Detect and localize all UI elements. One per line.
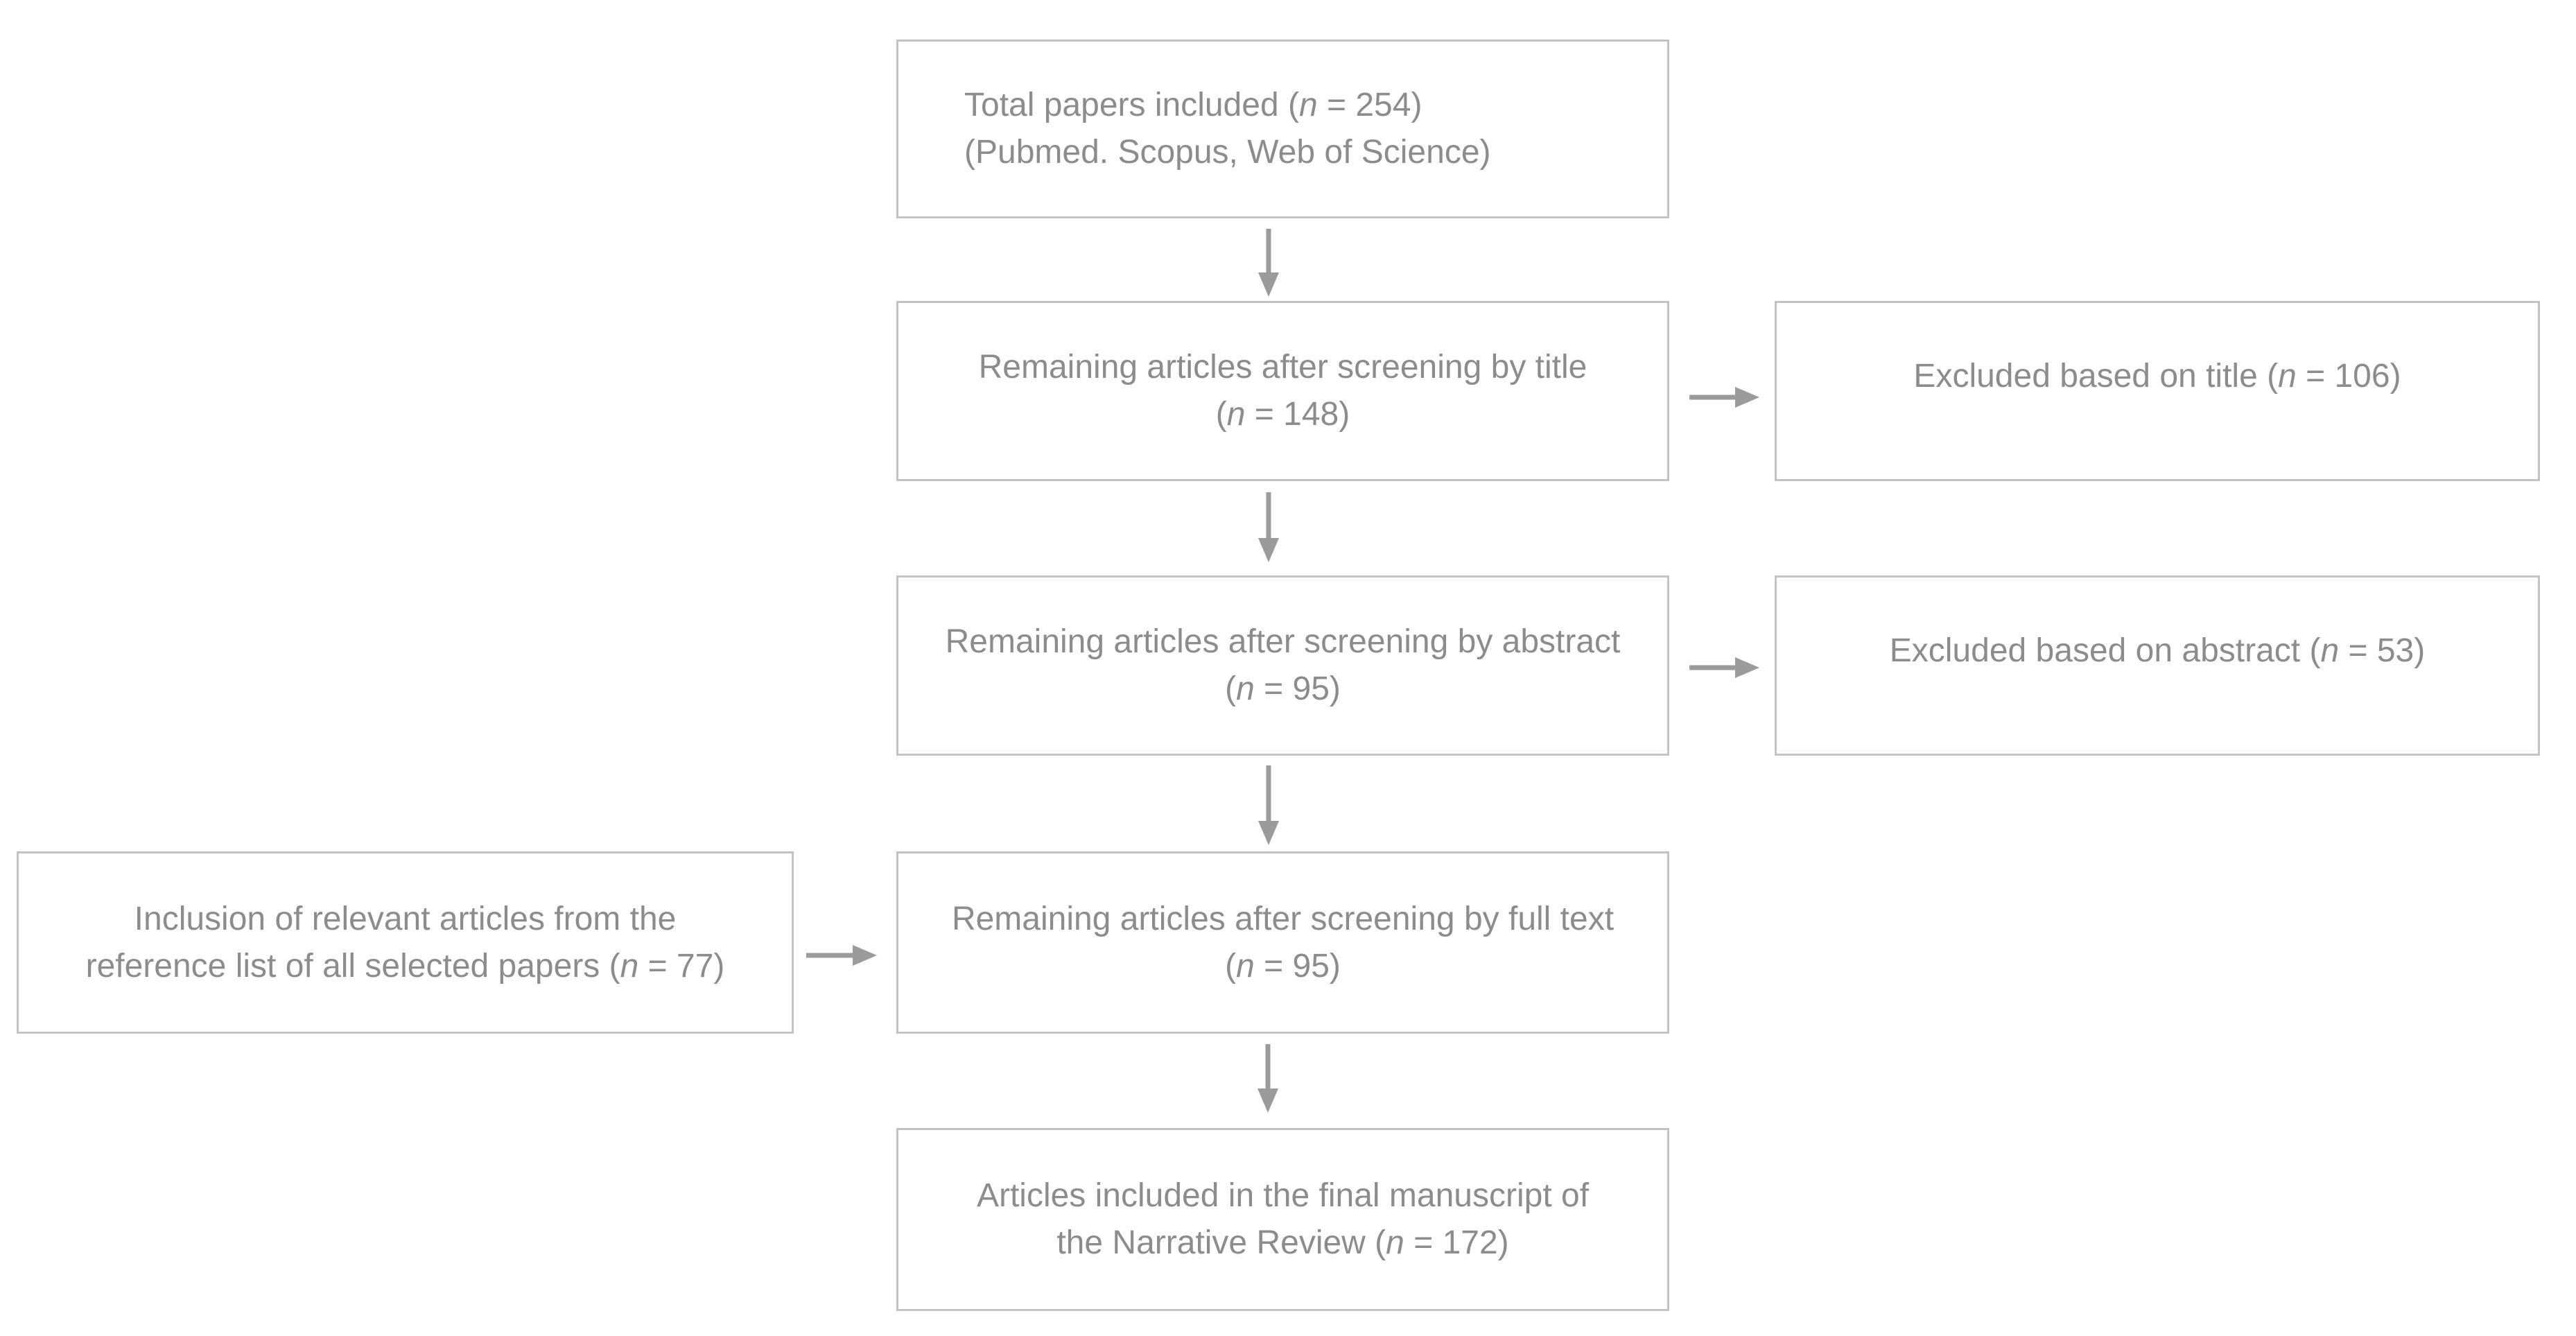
arrow-total-to-title — [1258, 229, 1279, 297]
box-excluded-abstract: Excluded based on abstract (n = 53) — [1775, 575, 2540, 756]
n-variable: n — [2278, 358, 2297, 394]
box-screened-by-fulltext: Remaining articles after screening by fu… — [896, 851, 1669, 1034]
box-screened-by-title: Remaining articles after screening by ti… — [896, 301, 1669, 481]
arrow-title-to-abstract — [1258, 492, 1279, 562]
box-total-papers-line2: (Pubmed. Scopus, Web of Science) — [964, 134, 1491, 171]
box-reference-inclusion: Inclusion of relevant articles from the … — [17, 851, 794, 1034]
box-screened-by-title-line2: (n = 148) — [1215, 396, 1350, 433]
box-total-papers-line1: Total papers included (n = 254) — [964, 87, 1422, 123]
box-screened-by-abstract-line1: Remaining articles after screening by ab… — [945, 623, 1621, 660]
box-screened-by-abstract-line2: (n = 95) — [1225, 670, 1341, 707]
box-screened-by-abstract: Remaining articles after screening by ab… — [896, 575, 1669, 756]
box-screened-by-fulltext-line1: Remaining articles after screening by fu… — [951, 900, 1615, 937]
arrow-title-to-excluded — [1689, 387, 1759, 408]
n-variable: n — [1386, 1224, 1404, 1261]
box-final-included-line1: Articles included in the final manuscrip… — [976, 1177, 1590, 1214]
box-reference-inclusion-line1: Inclusion of relevant articles from the — [134, 900, 677, 937]
n-variable: n — [2320, 632, 2340, 669]
arrow-fulltext-to-final — [1257, 1044, 1278, 1113]
box-screened-by-fulltext-line2: (n = 95) — [1225, 947, 1341, 984]
box-screened-by-title-line1: Remaining articles after screening by ti… — [978, 349, 1587, 385]
arrow-abstract-to-excluded — [1689, 657, 1759, 678]
n-variable: n — [1236, 670, 1255, 707]
arrow-reference-to-fulltext — [806, 945, 877, 966]
n-variable: n — [620, 947, 639, 984]
box-final-included-line2: the Narrative Review (n = 172) — [1056, 1224, 1509, 1261]
box-excluded-title: Excluded based on title (n = 106) — [1775, 301, 2540, 481]
n-variable: n — [1298, 87, 1318, 123]
arrow-abstract-to-fulltext — [1258, 765, 1279, 845]
n-variable: n — [1236, 947, 1255, 984]
box-reference-inclusion-line2: reference list of all selected papers (n… — [85, 947, 725, 984]
box-final-included: Articles included in the final manuscrip… — [896, 1128, 1669, 1311]
box-total-papers: Total papers included (n = 254) (Pubmed.… — [896, 40, 1669, 218]
box-excluded-title-line1: Excluded based on title (n = 106) — [1913, 358, 2401, 394]
n-variable: n — [1226, 396, 1246, 433]
box-excluded-abstract-line1: Excluded based on abstract (n = 53) — [1889, 632, 2426, 669]
